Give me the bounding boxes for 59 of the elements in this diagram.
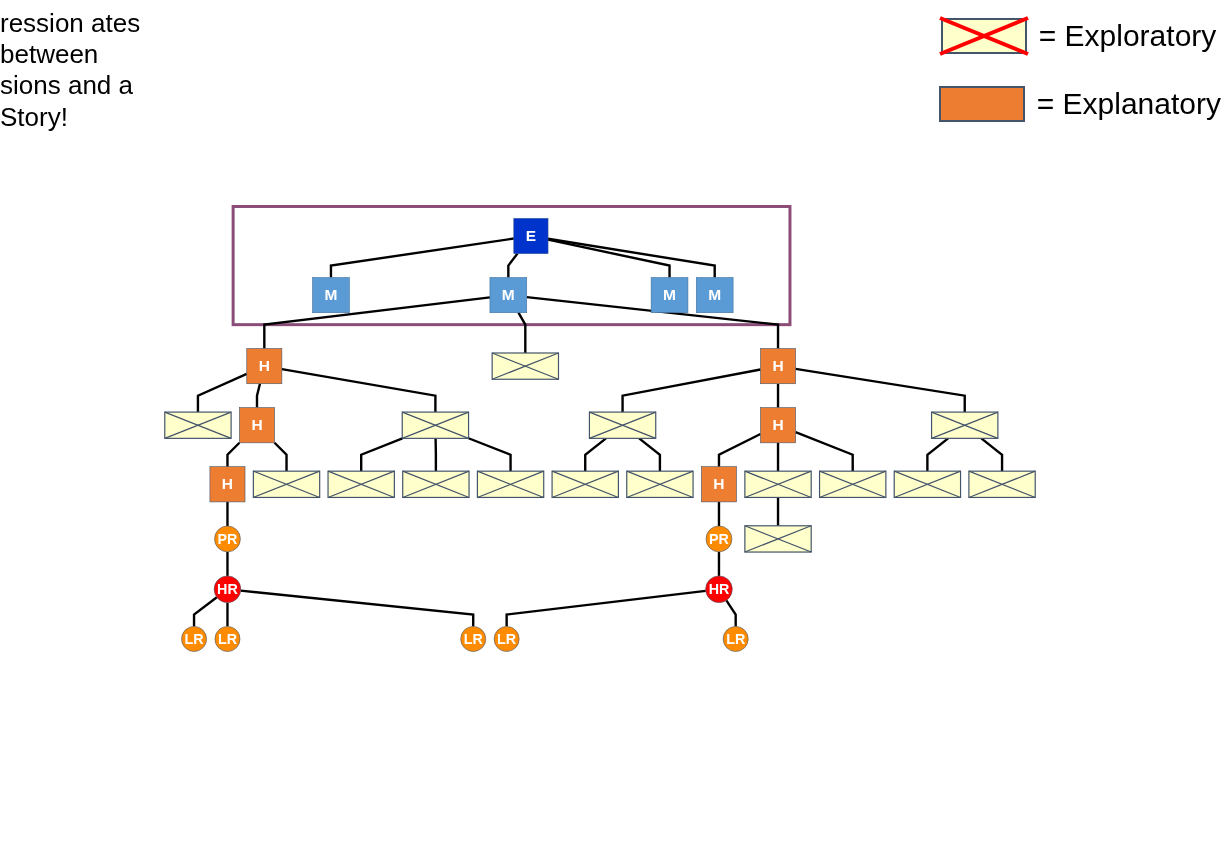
cluster — [231, 205, 792, 327]
connector — [192, 596, 218, 627]
connector — [717, 501, 721, 526]
connector — [776, 497, 780, 526]
connector — [795, 431, 854, 472]
connector — [434, 438, 438, 472]
connector — [776, 383, 780, 408]
connector — [273, 441, 288, 472]
node-box: H — [760, 407, 796, 444]
node-circle: PR — [214, 525, 241, 553]
connector — [360, 437, 403, 472]
legend-label: = Explanatory — [1036, 87, 1221, 121]
connector — [517, 312, 527, 353]
connector — [255, 383, 262, 408]
legend-label: = Exploratory — [1038, 19, 1217, 53]
connector — [226, 501, 229, 526]
connector — [717, 551, 721, 576]
connector — [263, 296, 491, 349]
connector — [547, 237, 716, 278]
connector — [926, 437, 949, 472]
node-box: M — [650, 277, 689, 314]
connector — [795, 367, 966, 413]
connector — [240, 589, 475, 627]
node-box: H — [760, 348, 796, 385]
node-circle: LR — [493, 626, 520, 652]
node-circle: LR — [214, 626, 241, 652]
node-box: E — [513, 218, 549, 254]
node-circle: LR — [722, 626, 749, 652]
connector — [776, 442, 780, 472]
connector — [281, 368, 437, 413]
node-box: H — [209, 466, 246, 503]
connector — [638, 437, 662, 472]
node-box: H — [239, 407, 275, 444]
connector — [980, 437, 1004, 472]
node-circle: HR — [213, 575, 242, 603]
node-circle: HR — [705, 575, 733, 603]
note-text: ression ates between sions and a Story! — [0, 8, 142, 133]
connector — [468, 437, 512, 472]
connector — [226, 441, 241, 467]
connector — [547, 238, 671, 278]
connector — [507, 252, 519, 278]
connector — [505, 589, 706, 627]
connector — [196, 372, 248, 413]
node-box: H — [246, 348, 283, 385]
node-box: M — [312, 277, 350, 314]
connector — [526, 295, 780, 349]
connector — [621, 368, 761, 413]
connector — [226, 551, 229, 576]
node-box: M — [696, 277, 734, 314]
node-box: H — [701, 466, 737, 503]
node-box: M — [489, 277, 528, 314]
connector — [725, 599, 737, 627]
node-circle: LR — [181, 626, 207, 652]
connector — [584, 437, 607, 472]
connector — [226, 602, 229, 627]
connector — [717, 432, 762, 467]
node-circle: PR — [705, 525, 733, 553]
node-circle: LR — [460, 626, 487, 652]
connector — [329, 237, 514, 278]
